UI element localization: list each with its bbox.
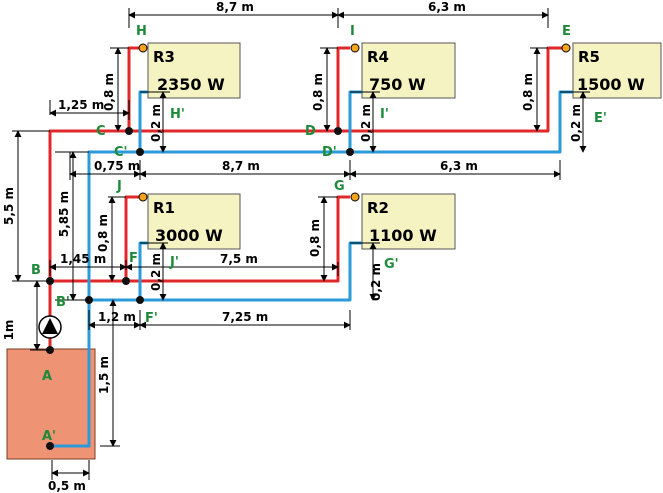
point-label-d-prime: D' — [322, 145, 337, 160]
dim-a-ret-height: 1,5 m — [97, 356, 111, 394]
dim-ab-height: 1m — [2, 320, 16, 341]
boiler-tank — [6, 348, 96, 460]
radiator-inlet-markers — [138, 43, 571, 202]
dim-fg-supply: 7,5 m — [220, 252, 258, 266]
dim-h-ret: 0,2 m — [149, 104, 163, 142]
dim-i-rise: 0,8 m — [311, 73, 325, 111]
radiator-r2-power: 1100 W — [369, 226, 437, 245]
radiator-r5-name: R5 — [578, 48, 600, 66]
radiator-r1-name: R1 — [153, 199, 175, 217]
point-label-i: I — [350, 24, 355, 39]
radiator-r4-power: 750 W — [369, 75, 426, 94]
dim-b-offset: 1,45 m — [60, 252, 106, 266]
point-label-g-prime: G' — [384, 257, 399, 272]
return-pipes — [52, 90, 573, 448]
dim-top-ie: 6,3 m — [428, 0, 466, 14]
supply-pipes — [48, 46, 563, 350]
radiator-r3-name: R3 — [153, 48, 175, 66]
dim-top-hi: 8,7 m — [216, 0, 254, 14]
point-label-f-prime: F' — [145, 311, 158, 326]
dim-c-offset: 1,25 m — [58, 98, 104, 112]
radiator-r3-body — [147, 42, 241, 99]
point-label-d: D — [305, 124, 316, 139]
junction-markers — [46, 127, 354, 450]
radiator-r5-body — [572, 42, 662, 99]
dim-bc-ret-height: 5,85 m — [57, 191, 71, 237]
dim-i-ret: 0,2 m — [359, 104, 373, 142]
dim-g-ret: 0,2 m — [369, 263, 383, 301]
radiator-r4-name: R4 — [367, 48, 389, 66]
dim-g-rise: 0,8 m — [308, 219, 322, 257]
dim-fg-return: 7,25 m — [222, 310, 268, 324]
dim-b-ret-offset: 1,2 m — [98, 310, 136, 324]
point-label-e-prime: E' — [594, 111, 607, 126]
radiator-r2-body — [361, 193, 456, 250]
radiator-r1-power: 3000 W — [155, 226, 223, 245]
radiator-r2-name: R2 — [367, 199, 389, 217]
point-label-e: E — [562, 24, 571, 39]
circulation-pump-icon — [38, 315, 62, 339]
point-label-j: J — [116, 179, 122, 194]
dim-e-ret: 0,2 m — [569, 104, 583, 142]
point-label-g: G — [334, 179, 345, 194]
point-label-h: H — [136, 24, 147, 39]
point-label-c: C — [96, 124, 106, 139]
radiator-r4-body — [361, 42, 456, 99]
point-label-b-prime: B' — [56, 295, 70, 310]
point-label-f: F — [129, 251, 138, 266]
dim-c-offset-ret: 0,75 m — [94, 159, 140, 173]
dim-e-rise: 0,8 m — [521, 73, 535, 111]
dim-tank-offset: 0,5 m — [48, 479, 86, 493]
radiator-r3-power: 2350 W — [157, 75, 225, 94]
point-label-h-prime: H' — [170, 107, 185, 122]
radiator-r5-power: 1500 W — [577, 75, 645, 94]
dim-h-rise: 0,8 m — [102, 73, 116, 111]
dim-j-rise: 0,8 m — [96, 214, 110, 252]
point-label-a-prime: A' — [42, 429, 56, 444]
point-label-j-prime: J' — [169, 255, 179, 270]
dim-j-ret: 0,2 m — [149, 253, 163, 291]
dim-mid-de: 6,3 m — [440, 159, 478, 173]
radiator-r1-body — [147, 193, 241, 250]
dim-mid-cd: 8,7 m — [222, 159, 260, 173]
point-label-a: A — [42, 369, 52, 384]
dim-bc-height: 5,5 m — [2, 187, 16, 225]
point-label-b: B — [31, 263, 41, 278]
point-label-i-prime: I' — [380, 107, 389, 122]
dimension-lines — [12, 8, 590, 480]
point-label-c-prime: C' — [114, 145, 128, 160]
